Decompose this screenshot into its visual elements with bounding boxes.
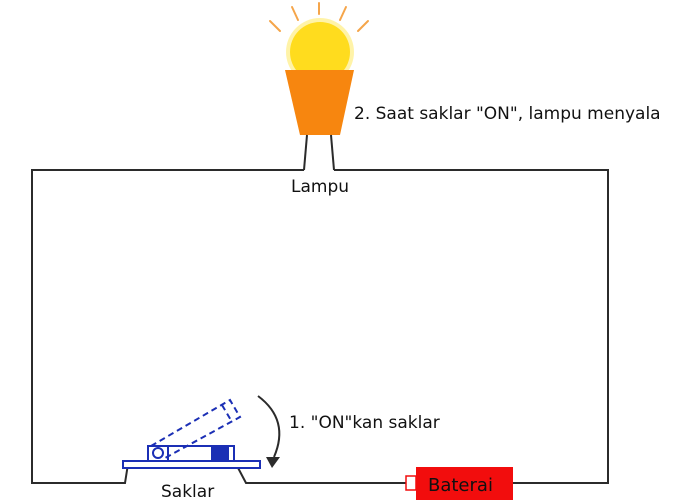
bulb-glass <box>290 22 350 82</box>
lamp-lead-right <box>330 134 335 171</box>
label-lamp: Lampu <box>291 177 349 197</box>
wire-top-left <box>31 169 304 484</box>
toggle-switch-icon <box>122 398 261 469</box>
wire-top-right <box>334 169 609 484</box>
switch-pivot <box>152 447 164 459</box>
label-step-1: 1. "ON"kan saklar <box>289 413 440 433</box>
battery-terminal <box>405 475 417 491</box>
switch-arm-open-tip <box>221 404 233 423</box>
label-step-2: 2. Saat saklar "ON", lampu menyala <box>354 104 661 124</box>
bulb-base <box>285 70 354 135</box>
switch-arm-open-position <box>150 398 242 459</box>
label-switch: Saklar <box>161 482 214 502</box>
battery-body <box>416 467 513 500</box>
switch-contact-right <box>211 445 229 462</box>
circuit-wire <box>31 169 609 484</box>
battery-icon <box>405 467 513 500</box>
curved-arrow-icon <box>257 395 281 468</box>
light-rays <box>269 2 369 32</box>
light-bulb-icon <box>269 2 369 171</box>
lamp-lead-left <box>303 134 308 171</box>
switch-base-plate <box>122 460 261 469</box>
label-battery: Baterai <box>428 475 493 496</box>
